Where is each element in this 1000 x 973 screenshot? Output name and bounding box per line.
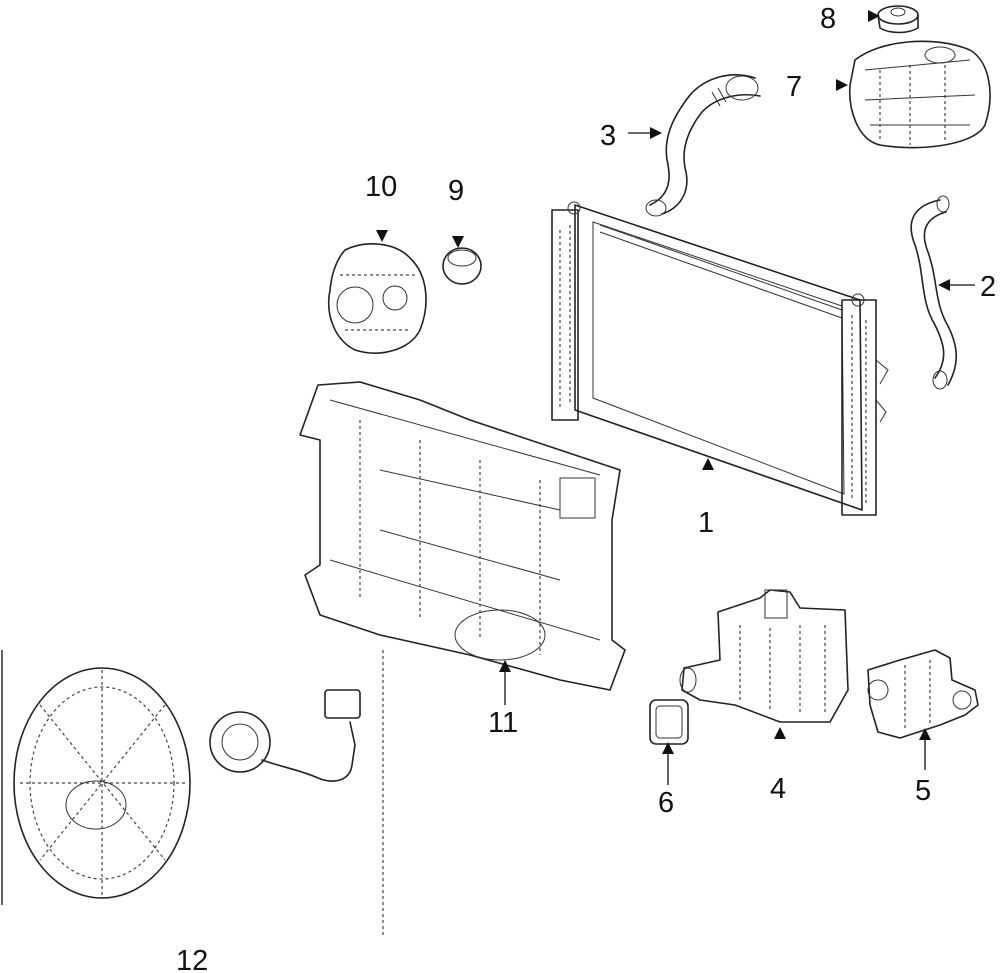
part-reservoir-cap [877, 5, 919, 34]
callout-11: 11 [488, 707, 518, 739]
part-radiator-support [299, 381, 626, 691]
callout-5: 5 [915, 775, 931, 807]
part-plug [442, 247, 482, 285]
callout-9: 9 [448, 175, 464, 207]
part-lower-hose [910, 195, 958, 390]
part-thermostat-housing [679, 589, 849, 723]
part-seal [649, 699, 689, 745]
callout-10: 10 [365, 171, 397, 203]
part-coolant-valve [867, 649, 979, 739]
callout-8: 8 [820, 3, 836, 35]
part-water-pump [328, 243, 427, 354]
callout-3: 3 [600, 120, 616, 152]
part-fan-motor [209, 689, 361, 782]
leader-lines [376, 10, 975, 785]
part-coolant-reservoir [848, 40, 991, 149]
part-cooling-fan [13, 667, 191, 899]
callout-4: 4 [770, 773, 786, 805]
part-radiator [551, 201, 889, 516]
callout-6: 6 [658, 787, 674, 819]
part-upper-hose [645, 74, 761, 217]
callout-1: 1 [698, 507, 714, 539]
callout-2: 2 [980, 271, 996, 303]
callout-7: 7 [786, 71, 802, 103]
callout-12: 12 [176, 945, 208, 973]
callout-labels: 1 2 3 4 5 6 7 8 9 10 11 12 [176, 3, 996, 973]
